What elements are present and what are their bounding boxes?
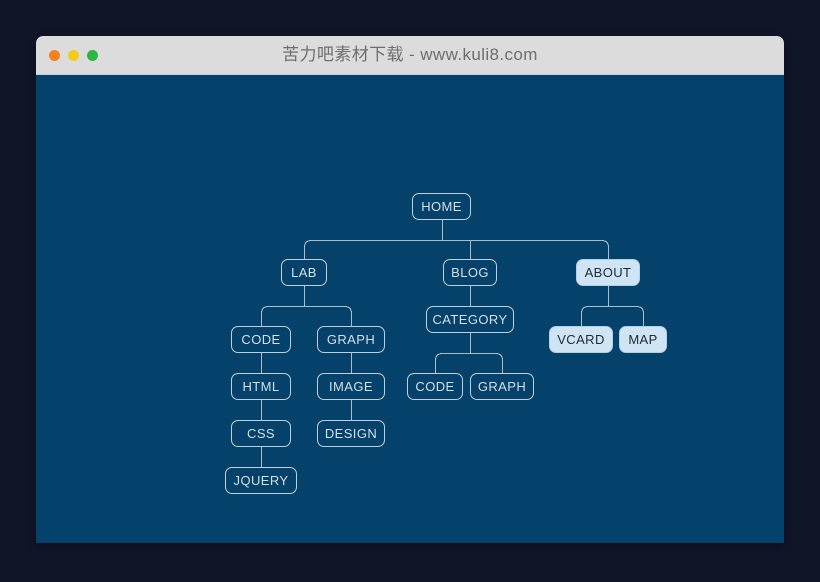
tree-node-label: GRAPH	[326, 332, 376, 347]
diagram-canvas: HOME LAB BLOG ABOUT CODE GRAPH CATEGORY VCARD MA…	[36, 75, 784, 543]
connector-line	[261, 306, 352, 314]
tree-node-map[interactable]: MAP	[619, 326, 667, 353]
tree-node-label: HTML	[242, 379, 280, 394]
tree-node-label: VCARD	[557, 332, 605, 347]
tree-node-label: DESIGN	[324, 426, 378, 441]
tree-node-cat-code[interactable]: CODE	[407, 373, 463, 400]
tree-node-label: CODE	[415, 379, 455, 394]
tree-node-lab-graph[interactable]: GRAPH	[317, 326, 385, 353]
tree-node-jquery[interactable]: JQUERY	[225, 467, 297, 494]
connector-line	[581, 306, 644, 314]
tree-node-lab-code[interactable]: CODE	[231, 326, 291, 353]
tree-node-label: MAP	[628, 332, 658, 347]
tree-node-label: CODE	[241, 332, 281, 347]
minimize-button-icon[interactable]	[68, 49, 79, 61]
tree-node-label: HOME	[421, 199, 462, 214]
tree-node-home[interactable]: HOME	[412, 193, 471, 220]
sitemap-tree: HOME LAB BLOG ABOUT CODE GRAPH CATEGORY VCARD MA…	[36, 75, 784, 543]
tree-node-lab[interactable]: LAB	[281, 259, 327, 286]
close-button-icon[interactable]	[49, 49, 60, 61]
traffic-light-group	[49, 36, 98, 74]
tree-node-label: BLOG	[451, 265, 489, 280]
tree-node-vcard[interactable]: VCARD	[549, 326, 613, 353]
connector-line	[304, 240, 609, 248]
tree-node-label: CATEGORY	[432, 312, 508, 327]
tree-node-label: IMAGE	[329, 379, 373, 394]
tree-node-label: JQUERY	[233, 473, 289, 488]
tree-node-blog[interactable]: BLOG	[443, 259, 497, 286]
tree-node-css[interactable]: CSS	[231, 420, 291, 447]
tree-node-category[interactable]: CATEGORY	[426, 306, 514, 333]
tree-node-cat-graph[interactable]: GRAPH	[470, 373, 534, 400]
tree-node-label: GRAPH	[477, 379, 527, 394]
tree-node-label: CSS	[247, 426, 275, 441]
browser-window: 苦力吧素材下载 - www.kuli8.com HOME LAB BLOG ABOUT…	[36, 36, 784, 543]
tree-connectors	[261, 220, 644, 467]
tree-node-label: LAB	[291, 265, 317, 280]
maximize-button-icon[interactable]	[87, 49, 98, 61]
connector-line	[435, 353, 503, 361]
window-title: 苦力吧素材下载 - www.kuli8.com	[282, 45, 538, 64]
window-titlebar: 苦力吧素材下载 - www.kuli8.com	[36, 36, 784, 75]
tree-node-label: ABOUT	[584, 265, 632, 280]
tree-node-about[interactable]: ABOUT	[576, 259, 640, 286]
tree-node-design[interactable]: DESIGN	[317, 420, 385, 447]
tree-node-html[interactable]: HTML	[231, 373, 291, 400]
tree-node-image[interactable]: IMAGE	[317, 373, 385, 400]
